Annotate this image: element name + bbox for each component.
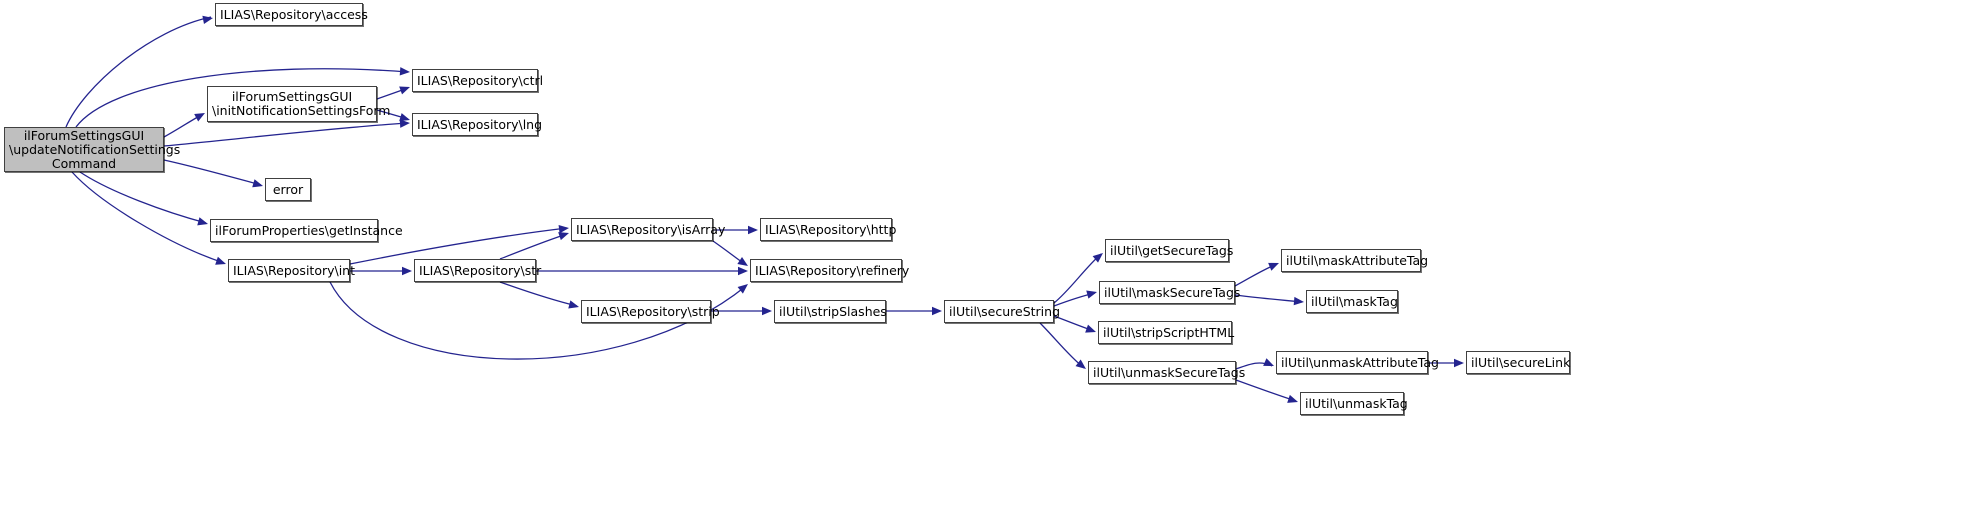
graph-node-label-getinstance: ilForumProperties\getInstance (215, 222, 403, 238)
edge-securestring-to-getsecuretags (1053, 253, 1102, 304)
arrowhead-root-to-initform (194, 113, 205, 122)
graph-node-masktag[interactable]: ilUtil\maskTag (1306, 290, 1398, 313)
graph-node-access[interactable]: ILIAS\Repository\access (215, 3, 368, 26)
graph-node-label-int: ILIAS\Repository\int (233, 262, 356, 278)
edge-masksecuretags-to-maskattributetag (1234, 263, 1278, 287)
graph-node-label-error: error (272, 181, 304, 197)
graph-node-label-isarray: ILIAS\Repository\isArray (576, 221, 726, 237)
arrowhead-int-to-refinery (737, 284, 748, 294)
edge-root-to-initform (163, 113, 204, 138)
arrowhead-isarray-to-http (748, 225, 758, 235)
edge-root-to-error (163, 159, 262, 186)
arrowhead-securestring-to-stripscripthtml (1085, 324, 1096, 333)
graph-node-securestring[interactable]: ilUtil\secureString (944, 300, 1061, 323)
graph-node-refinery[interactable]: ILIAS\Repository\refinery (750, 259, 910, 282)
graph-node-label-unmasksecuretags: ilUtil\unmaskSecureTags (1093, 364, 1246, 380)
graph-node-label-str: ILIAS\Repository\str (419, 262, 542, 278)
arrowhead-unmasksecuretags-to-unmasktag (1287, 394, 1298, 403)
graph-node-label-initform: ilForumSettingsGUI \initNotificationSett… (212, 89, 391, 118)
arrowhead-masksecuretags-to-maskattributetag (1268, 262, 1279, 271)
arrowhead-isarray-to-refinery (737, 256, 748, 266)
graph-node-securelink[interactable]: ilUtil\secureLink (1466, 351, 1570, 374)
arrowhead-initform-to-lng (399, 113, 410, 122)
edge-root-to-getinstance (79, 171, 207, 224)
graph-node-getsecuretags[interactable]: ilUtil\getSecureTags (1105, 239, 1234, 262)
edge-root-to-access (65, 16, 212, 128)
arrowhead-root-to-access (202, 15, 213, 24)
arrowhead-unmaskattributetag-to-securelink (1454, 358, 1464, 368)
edge-root-to-lng (163, 122, 409, 147)
graph-node-error[interactable]: error (265, 178, 311, 201)
graph-node-unmasktag[interactable]: ilUtil\unmaskTag (1300, 392, 1408, 415)
arrowhead-root-to-int (215, 256, 226, 265)
graph-node-int[interactable]: ILIAS\Repository\int (228, 259, 356, 282)
arrowhead-root-to-lng (399, 119, 410, 128)
edge-str-to-strip (499, 281, 578, 307)
arrowhead-int-to-isarray (558, 224, 569, 234)
arrowhead-root-to-error (252, 179, 263, 188)
graph-node-stripslashes[interactable]: ilUtil\stripSlashes (774, 300, 887, 323)
arrowhead-securestring-to-unmasksecuretags (1075, 359, 1086, 369)
edge-root-to-int (71, 171, 225, 264)
graph-node-label-ctrl: ILIAS\Repository\ctrl (417, 72, 544, 88)
graph-node-label-getsecuretags: ilUtil\getSecureTags (1110, 242, 1234, 258)
graph-node-label-refinery: ILIAS\Repository\refinery (755, 262, 910, 278)
arrowhead-unmasksecuretags-to-unmaskattributetag (1263, 358, 1274, 366)
graph-node-root[interactable]: ilForumSettingsGUI \updateNotificationSe… (4, 127, 181, 172)
arrowhead-str-to-isarray (558, 232, 569, 241)
graph-node-unmasksecuretags[interactable]: ilUtil\unmaskSecureTags (1088, 361, 1246, 384)
graph-node-label-http: ILIAS\Repository\http (765, 221, 897, 237)
edge-securestring-to-masksecuretags (1053, 292, 1096, 307)
graph-node-label-lng: ILIAS\Repository\lng (417, 116, 543, 132)
arrowhead-securestring-to-getsecuretags (1092, 253, 1103, 263)
graph-node-label-maskattributetag: ilUtil\maskAttributeTag (1286, 252, 1429, 268)
arrowhead-strip-to-stripslashes (762, 306, 772, 316)
graph-node-label-securelink: ilUtil\secureLink (1471, 354, 1571, 370)
graph-node-stripscripthtml[interactable]: ilUtil\stripScriptHTML (1098, 321, 1235, 344)
edge-unmasksecuretags-to-unmasktag (1235, 379, 1297, 402)
arrowhead-masksecuretags-to-masktag (1293, 296, 1304, 306)
graph-node-ctrl[interactable]: ILIAS\Repository\ctrl (412, 69, 544, 92)
graph-node-label-masktag: ilUtil\maskTag (1311, 293, 1398, 309)
graph-node-getinstance[interactable]: ilForumProperties\getInstance (210, 219, 403, 242)
arrowhead-initform-to-ctrl (399, 86, 410, 95)
edge-masksecuretags-to-masktag (1234, 294, 1303, 303)
graph-node-label-securestring: ilUtil\secureString (949, 303, 1061, 319)
arrowhead-root-to-ctrl (399, 67, 410, 76)
graph-node-http[interactable]: ILIAS\Repository\http (760, 218, 897, 241)
arrowhead-stripslashes-to-securestring (932, 306, 942, 316)
graph-node-isarray[interactable]: ILIAS\Repository\isArray (571, 218, 726, 241)
edge-isarray-to-refinery (712, 240, 747, 266)
graph-node-str[interactable]: ILIAS\Repository\str (414, 259, 542, 282)
arrowhead-securestring-to-masksecuretags (1086, 290, 1097, 299)
graph-node-unmaskattributetag[interactable]: ilUtil\unmaskAttributeTag (1276, 351, 1439, 374)
graph-node-label-stripscripthtml: ilUtil\stripScriptHTML (1103, 324, 1235, 340)
arrowhead-root-to-getinstance (197, 217, 208, 226)
graph-node-label-strip: ILIAS\Repository\strip (586, 303, 720, 319)
edge-securestring-to-stripscripthtml (1053, 315, 1095, 332)
graph-node-maskattributetag[interactable]: ilUtil\maskAttributeTag (1281, 249, 1429, 272)
graph-node-label-access: ILIAS\Repository\access (220, 6, 368, 22)
graph-node-label-root: ilForumSettingsGUI \updateNotificationSe… (9, 127, 181, 171)
graph-node-label-stripslashes: ilUtil\stripSlashes (779, 303, 887, 319)
graph-node-label-unmasktag: ilUtil\unmaskTag (1305, 395, 1408, 411)
arrowhead-str-to-strip (568, 300, 579, 309)
arrowhead-int-to-str (402, 266, 412, 276)
graph-node-strip[interactable]: ILIAS\Repository\strip (581, 300, 720, 323)
graph-node-initform[interactable]: ilForumSettingsGUI \initNotificationSett… (207, 86, 391, 122)
edge-str-to-isarray (499, 233, 568, 260)
graph-node-label-masksecuretags: ilUtil\maskSecureTags (1104, 284, 1241, 300)
arrowhead-str-to-refinery (738, 266, 748, 276)
graph-node-label-unmaskattributetag: ilUtil\unmaskAttributeTag (1281, 354, 1439, 370)
edge-initform-to-ctrl (376, 87, 409, 100)
edge-securestring-to-unmasksecuretags (1039, 322, 1085, 369)
graph-node-lng[interactable]: ILIAS\Repository\lng (412, 113, 543, 136)
graph-node-masksecuretags[interactable]: ilUtil\maskSecureTags (1099, 281, 1241, 304)
